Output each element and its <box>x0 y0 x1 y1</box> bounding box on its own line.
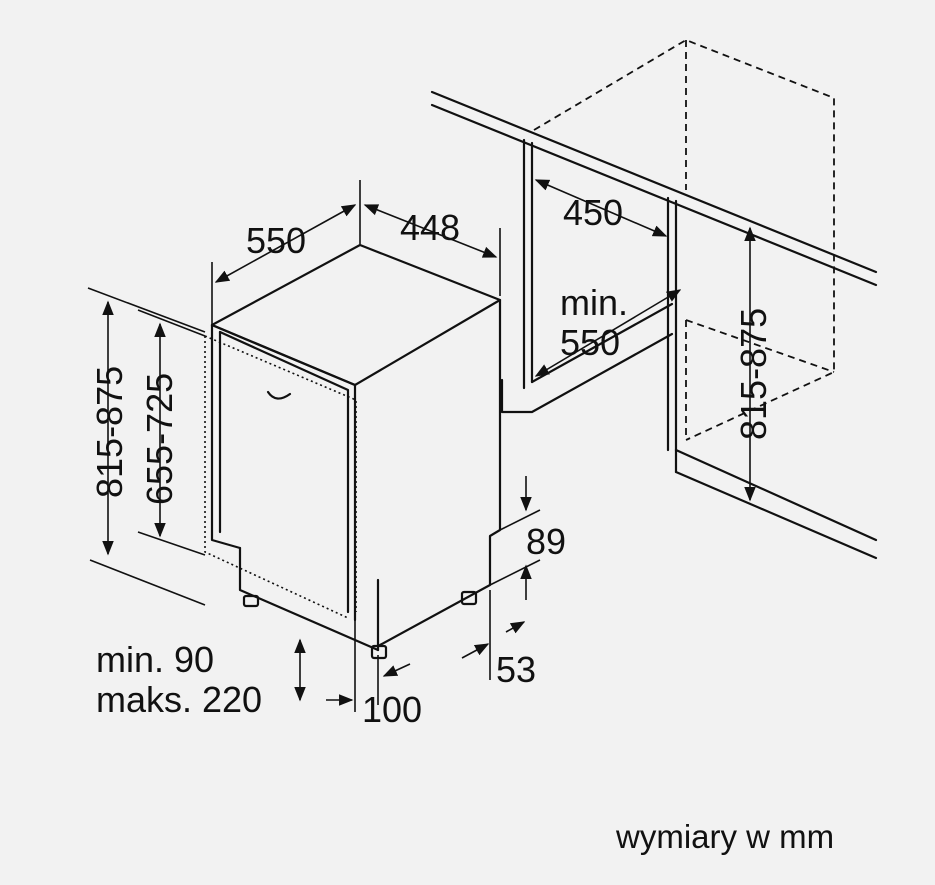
label-total-height: 815-875 <box>89 366 130 498</box>
label-plinth-89: 89 <box>526 521 566 562</box>
label-niche-min: min. <box>560 282 628 323</box>
dim-lines-niche <box>534 179 756 502</box>
countertop <box>430 90 878 287</box>
door-panel-dotted <box>204 335 357 619</box>
dim-lines-feet <box>294 620 411 712</box>
dishwasher-body <box>210 243 502 647</box>
dim-lines-top <box>211 180 501 330</box>
dim-lines-plinth <box>461 476 541 680</box>
label-offset-100: 100 <box>362 689 422 730</box>
plinth-and-feet <box>238 546 478 660</box>
label-foot-max: maks. 220 <box>96 679 262 720</box>
door-handle <box>266 390 292 400</box>
label-width-448: 448 <box>400 207 460 248</box>
foot-left <box>242 594 260 608</box>
dim-lines-left <box>87 287 206 606</box>
side-panel-left <box>500 138 674 414</box>
label-depth-550: 550 <box>246 220 306 261</box>
foot-right <box>460 590 478 606</box>
label-foot-min: min. 90 <box>96 639 214 680</box>
label-door-height: 655-725 <box>139 373 180 505</box>
label-cabinet-depth-450: 450 <box>563 192 623 233</box>
foot-front <box>370 644 388 660</box>
label-niche-height: 815-875 <box>733 308 774 440</box>
side-cabinet-dashed <box>533 39 835 441</box>
caption-units: wymiary w mm <box>615 818 834 855</box>
label-niche-550: 550 <box>560 322 620 363</box>
label-recess-53: 53 <box>496 649 536 690</box>
